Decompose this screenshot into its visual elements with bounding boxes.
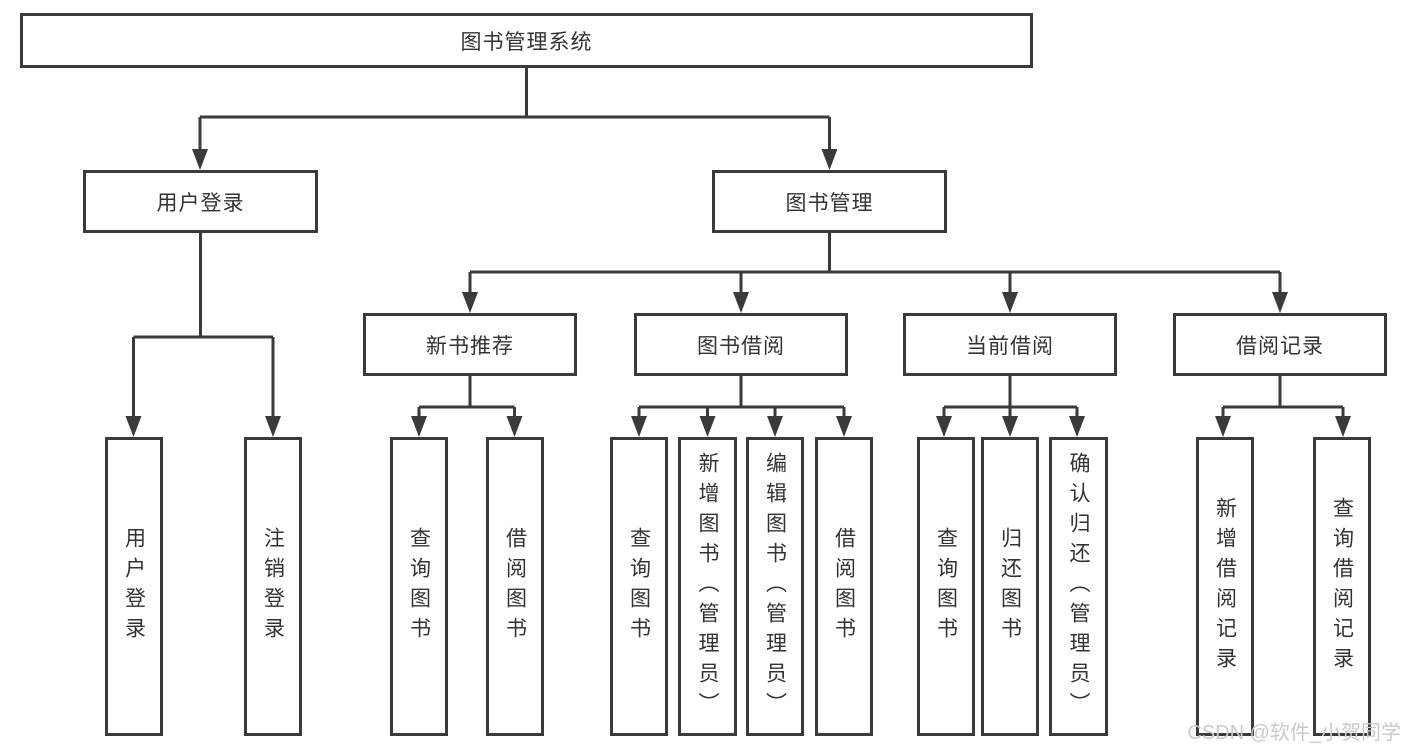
node-book-management: 图书管理 (712, 170, 947, 233)
leaf-label: 查询图书 (407, 526, 431, 647)
leaf-label: 注销登录 (261, 526, 285, 647)
node-leaf-add-books-admin: 新增图书（管理员） (678, 437, 737, 736)
leaf-label: 查询图书 (934, 526, 958, 647)
node-book-borrowing: 图书借阅 (634, 313, 848, 376)
leaf-label: 新增图书（管理员） (696, 451, 719, 722)
node-library-management-system: 图书管理系统 (20, 13, 1033, 68)
node-new-book-recommendation: 新书推荐 (363, 313, 577, 376)
leaf-label: 新增借阅记录 (1213, 496, 1237, 677)
node-leaf-borrow-books-1: 借阅图书 (486, 437, 544, 736)
leaf-label: 编辑图书（管理员） (763, 451, 787, 722)
csdn-watermark: CSDN @软件_小贺同学 (1187, 722, 1401, 744)
node-borrowing-records: 借阅记录 (1173, 313, 1387, 376)
leaf-label: 借阅图书 (503, 526, 527, 647)
node-leaf-query-books-1: 查询图书 (390, 437, 448, 736)
leaf-label: 查询图书 (627, 526, 651, 647)
node-current-borrowing: 当前借阅 (903, 313, 1117, 376)
node-leaf-query-borrow-record: 查询借阅记录 (1313, 437, 1371, 736)
node-leaf-return-books: 归还图书 (981, 437, 1039, 736)
node-leaf-add-borrow-record: 新增借阅记录 (1196, 437, 1254, 736)
leaf-label: 查询借阅记录 (1330, 496, 1354, 677)
leaf-label: 确认归还（管理员） (1067, 451, 1090, 722)
node-leaf-query-books-2: 查询图书 (610, 437, 668, 736)
node-leaf-borrow-books-2: 借阅图书 (815, 437, 873, 736)
node-leaf-query-books-3: 查询图书 (917, 437, 975, 736)
leaf-label: 借阅图书 (832, 526, 856, 647)
node-leaf-confirm-return-admin: 确认归还（管理员） (1049, 437, 1108, 736)
leaf-label: 用户登录 (122, 526, 146, 647)
node-leaf-logout: 注销登录 (244, 437, 302, 736)
node-leaf-edit-books-admin: 编辑图书（管理员） (746, 437, 804, 736)
leaf-label: 归还图书 (998, 526, 1022, 647)
node-leaf-user-login: 用户登录 (105, 437, 163, 736)
node-user-login: 用户登录 (83, 170, 318, 233)
